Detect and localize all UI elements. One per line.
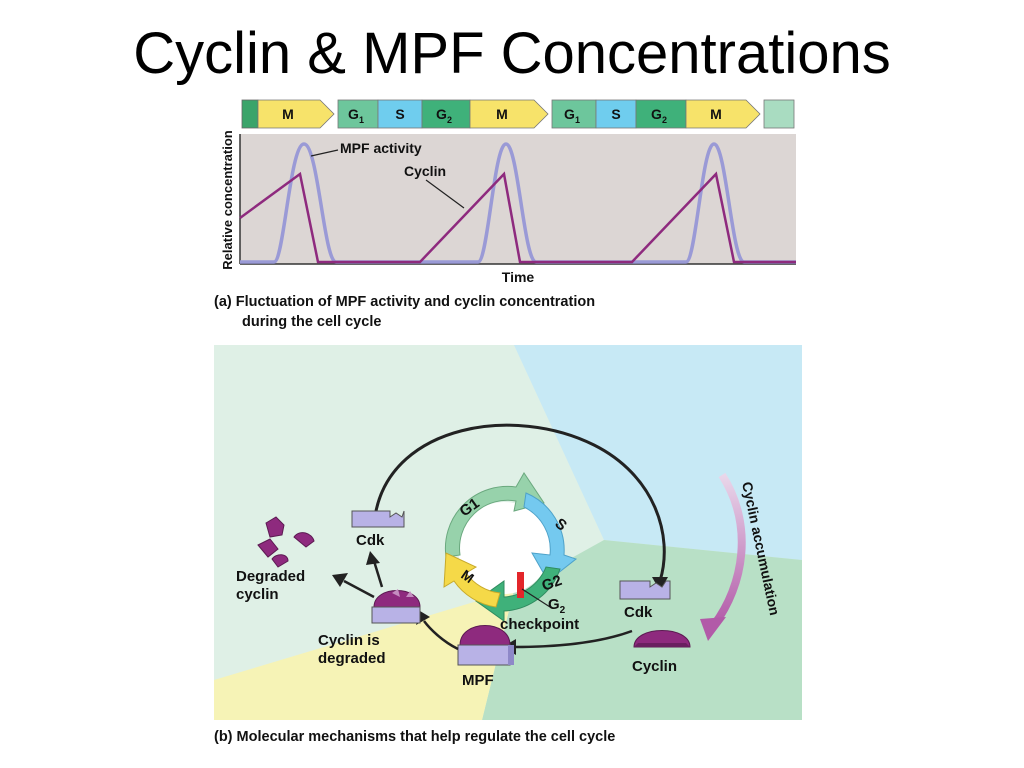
cycle-g2-arrow xyxy=(475,566,561,622)
panel-a-graph: M G1 S G2 M G1 S G2 M MPF activity Cycli… xyxy=(214,99,796,330)
cyclin-accumulation-arrowhead xyxy=(700,617,726,641)
cyclin-right-shape xyxy=(633,630,691,648)
degradation-arrow xyxy=(423,620,459,651)
g2-checkpoint-label-line2: checkpoint xyxy=(500,616,579,633)
arrow-to-degraded-cyclin xyxy=(343,579,375,599)
phase-label-7: G2 xyxy=(651,106,667,125)
degrading-complex-shape xyxy=(371,589,421,624)
phase-m-arrow-2 xyxy=(469,99,549,129)
phase-label-4: M xyxy=(496,106,508,122)
cyclin-right-label: Cyclin xyxy=(632,658,677,675)
arrow-to-cdk-left xyxy=(372,560,384,588)
phase-label-8: M xyxy=(710,106,722,122)
degraded-cyclin-fragments xyxy=(257,516,315,568)
recycle-arrow xyxy=(374,423,666,582)
mpf-activity-curve xyxy=(240,142,796,264)
panel-b-diagram: G1 S G2 M Cyclin accumulation Cdk Cyclin… xyxy=(214,345,802,745)
phase-bar-start xyxy=(241,99,259,129)
phase-bar xyxy=(241,99,795,129)
cycle-center xyxy=(458,502,550,594)
background-bottom-left xyxy=(214,590,514,720)
panel-a-caption-line1: (a) Fluctuation of MPF activity and cycl… xyxy=(214,294,595,310)
cdk-right-label: Cdk xyxy=(624,604,653,621)
cyclin-is-degraded-line2: degraded xyxy=(318,650,386,667)
cyclin-curve xyxy=(239,171,796,264)
cyclin-label-leader xyxy=(425,179,465,209)
background-bottom-right xyxy=(482,540,802,720)
cycle-label-g2: G2 xyxy=(540,572,565,595)
background-top-right xyxy=(514,345,802,560)
cyclin-is-degraded-line1: Cyclin is xyxy=(318,632,380,649)
y-axis-label: Relative concentration xyxy=(220,130,235,269)
degraded-cyclin-line1: Degraded xyxy=(236,568,305,585)
phase-s-box-2 xyxy=(595,99,637,129)
panel-a-caption-line2: during the cell cycle xyxy=(242,314,381,330)
phase-m-arrow-3 xyxy=(685,99,761,129)
phase-g2-box-1 xyxy=(421,99,471,129)
slide-title: Cyclin & MPF Concentrations xyxy=(133,21,891,86)
mpf-formation-arrow xyxy=(513,629,633,649)
cycle-m-arrow xyxy=(443,552,501,608)
g2-checkpoint-leader xyxy=(521,588,551,608)
panel-b-caption: (b) Molecular mechanisms that help regul… xyxy=(214,729,615,745)
mpf-label-leader xyxy=(310,149,339,157)
plot-area xyxy=(240,134,796,264)
cdk-left-label: Cdk xyxy=(356,532,385,549)
phase-label-0: M xyxy=(282,106,294,122)
degraded-cyclin-line2: cyclin xyxy=(236,586,279,603)
phase-label-6: S xyxy=(611,106,620,122)
cyclin-label: Cyclin xyxy=(404,163,446,179)
mpf-label: MPF xyxy=(462,672,494,689)
g2-checkpoint-label-line1: G2 xyxy=(548,596,566,616)
x-axis-label: Time xyxy=(502,269,535,285)
phase-g1-box-1 xyxy=(337,99,379,129)
cyclin-accumulation-arrow xyxy=(710,472,746,628)
phase-label-2: S xyxy=(395,106,404,122)
mpf-activity-label: MPF activity xyxy=(340,140,422,156)
arrow-to-cdk-left-head xyxy=(366,551,380,565)
phase-label-5: G1 xyxy=(564,106,580,125)
phase-label-1: G1 xyxy=(348,106,364,125)
phase-bar-end xyxy=(763,99,795,129)
cdk-right-shape xyxy=(619,580,671,600)
recycle-arrowhead-right xyxy=(652,577,668,591)
phase-label-3: G2 xyxy=(436,106,452,125)
cdk-left-shape xyxy=(351,510,405,528)
cycle-g1-arrow xyxy=(444,472,545,558)
arrow-to-degraded-cyclin-head xyxy=(332,573,348,587)
phase-m-arrow-1 xyxy=(257,99,335,129)
g2-checkpoint-bar xyxy=(517,572,524,598)
mpf-complex-shape xyxy=(457,625,514,666)
